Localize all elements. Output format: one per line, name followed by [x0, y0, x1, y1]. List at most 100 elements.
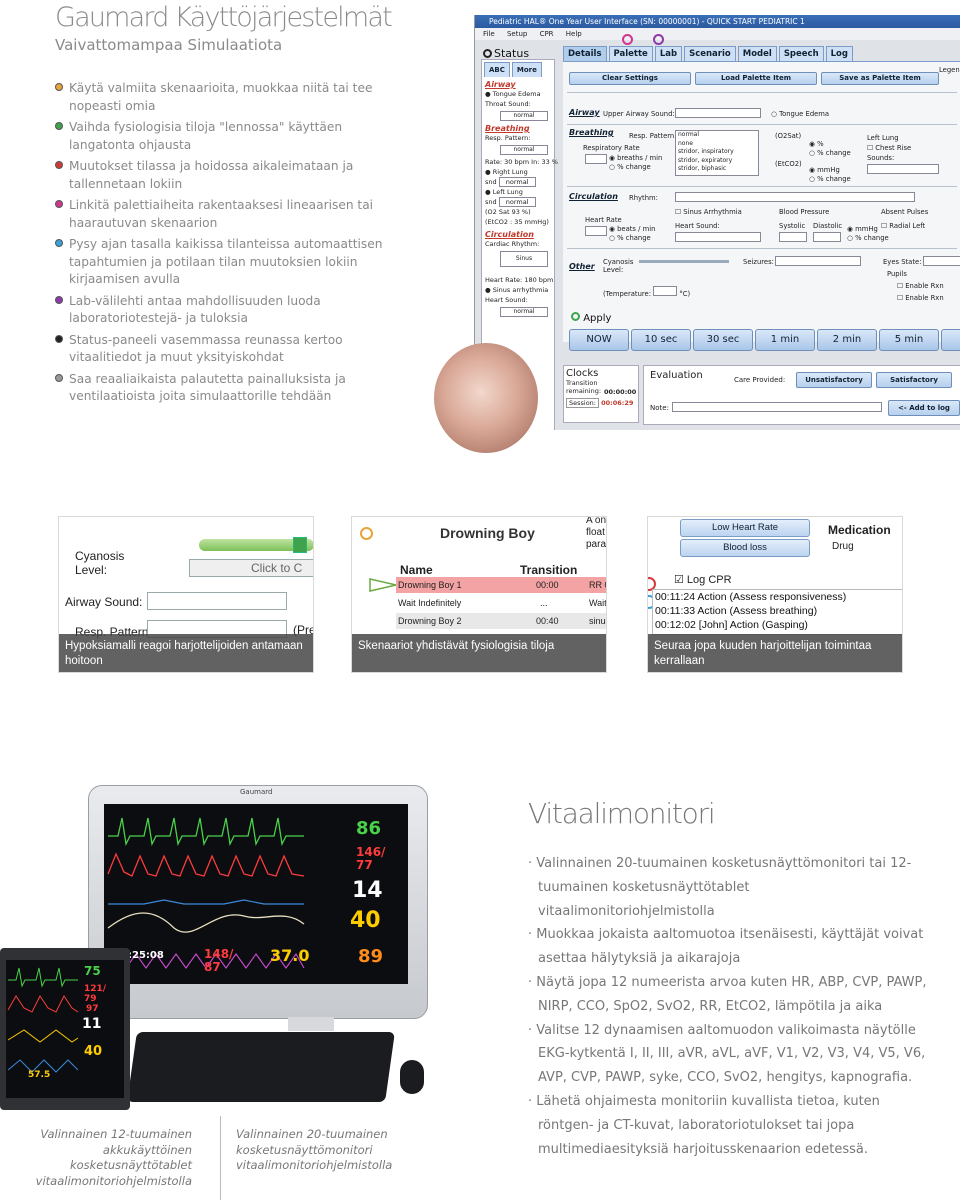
tab-details[interactable]: Details	[563, 46, 607, 61]
resp-pattern-dropdown[interactable]: normal none stridor, inspiratory stridor…	[675, 130, 759, 176]
enable-rxn-right[interactable]: ☐ Enable Rxn	[897, 294, 944, 302]
add-to-log-button[interactable]: <- Add to log	[888, 400, 960, 416]
seizures-label: Seizures:	[743, 258, 774, 266]
tab-speech[interactable]: Speech	[778, 46, 824, 61]
o2sat-label: (O2Sat)	[775, 132, 802, 140]
30-sec-button[interactable]: 30 sec	[693, 329, 753, 351]
rhythm-select[interactable]	[675, 192, 915, 202]
keyboard	[127, 1032, 395, 1102]
menu-help[interactable]: Help	[565, 30, 582, 38]
heart-rate-input[interactable]	[585, 226, 607, 236]
tablet-value: 75	[84, 964, 101, 978]
load-palette-button[interactable]: Load Palette Item	[695, 72, 817, 85]
col-name-header: Name	[400, 563, 433, 577]
page-title: Gaumard Käyttöjärjestelmät	[55, 2, 393, 33]
note-input[interactable]	[672, 402, 882, 412]
2-min-button[interactable]: 2 min	[817, 329, 877, 351]
table-row[interactable]: Drowning Boy 2 00:40 sinus	[396, 613, 606, 629]
etco2-pct-option[interactable]: ○ % change	[809, 175, 851, 183]
temperature-label: (Temperature: °C)	[603, 286, 690, 298]
satisfactory-button[interactable]: Satisfactory	[876, 372, 952, 388]
now-button[interactable]: NOW	[569, 329, 629, 351]
radial-left-checkbox[interactable]: ☐ Radial Left	[881, 222, 926, 230]
5-min-button[interactable]: 5 min	[879, 329, 939, 351]
mouse	[400, 1060, 424, 1094]
vitals-feature-item: · Lähetä ohjaimesta monitoriin kuvallist…	[528, 1093, 880, 1157]
eyes-state-select[interactable]	[923, 256, 960, 266]
clocks-title: Clocks	[566, 368, 599, 379]
caption-divider	[220, 1116, 221, 1200]
cyanosis-slider[interactable]	[639, 260, 729, 263]
unsatisfactory-button[interactable]: Unsatisfactory	[796, 372, 872, 388]
right-lung-sound: snd normal	[482, 177, 554, 187]
pct-option[interactable]: ○ % change	[609, 163, 651, 171]
divider	[567, 124, 957, 125]
tab-scenario[interactable]: Scenario	[684, 46, 736, 61]
tongue-edema-label: ● Tongue Edema	[485, 90, 541, 98]
enable-rxn-left[interactable]: ☐ Enable Rxn	[897, 282, 944, 290]
bpm-option[interactable]: ◉ breaths / min	[609, 154, 663, 162]
lung-sounds-select[interactable]	[867, 164, 939, 174]
log-entry: 00:11:24 Action (Assess responsiveness)	[655, 591, 847, 603]
menu-cpr[interactable]: CPR	[539, 30, 554, 38]
mmhg-option[interactable]: ◉ mmHg	[809, 166, 840, 174]
scenario-title: Drowning Boy	[440, 525, 535, 541]
cyanosis-slider-handle[interactable]	[293, 537, 307, 553]
table-row[interactable]: Wait Indefinitely ... Wait	[398, 598, 607, 608]
sinus-arrhythmia-checkbox[interactable]: ☐ Sinus Arrhythmia	[675, 208, 742, 216]
palette-marker-icon	[622, 34, 633, 45]
tongue-edema-option[interactable]: ○ Tongue Edema	[771, 110, 830, 118]
table-row[interactable]: Drowning Boy 1 00:00 RR 0	[396, 577, 606, 593]
window-titlebar: Pediatric HAL® One Year User Interface (…	[475, 15, 960, 28]
airway-heading: Airway	[485, 80, 516, 89]
airway-sound-label: Airway Sound:	[65, 595, 143, 609]
transition-label: Transition remaining:	[566, 379, 602, 395]
etco2-label: (EtCO2)	[775, 160, 802, 168]
o2sat-option[interactable]: ◉ %	[809, 140, 824, 148]
1-min-button[interactable]: 1 min	[755, 329, 815, 351]
resp-rate-input[interactable]	[585, 154, 607, 164]
log-cpr-checkbox[interactable]: ☑ Log CPR	[674, 574, 732, 586]
seizures-select[interactable]	[775, 256, 861, 266]
tab-log[interactable]: Log	[825, 46, 853, 61]
rate-readout: Rate: 30 bpm In: 33 %	[485, 158, 558, 166]
clear-settings-button[interactable]: Clear Settings	[569, 72, 691, 85]
upper-airway-select[interactable]	[675, 108, 761, 118]
beats-pct-option[interactable]: ○ % change	[609, 234, 651, 242]
bp-mmhg-option[interactable]: ◉ mmHg	[847, 225, 878, 233]
feature-text: Linkitä palettiaiheita rakentaaksesi lin…	[69, 198, 374, 230]
tab-lab[interactable]: Lab	[654, 46, 683, 61]
beats-option[interactable]: ◉ beats / min	[609, 225, 656, 233]
throat-sound-value: normal	[500, 111, 548, 121]
feature-text: Vaihda fysiologisia tiloja "lennossa" kä…	[69, 120, 343, 152]
divider	[567, 248, 957, 249]
diastolic-input[interactable]	[813, 232, 841, 242]
10-min-button[interactable]: 10	[941, 329, 960, 351]
log-entry: 00:11:33 Action (Assess breathing)	[655, 605, 818, 617]
sinus-arrhythmia-label: ● Sinus arrhythmia	[485, 286, 549, 294]
o2sat-pct-option[interactable]: ○ % change	[809, 149, 851, 157]
save-palette-button[interactable]: Save as Palette Item	[821, 72, 939, 85]
log-entry: 00:12:02 [John] Action (Gasping)	[655, 619, 808, 631]
10-sec-button[interactable]: 10 sec	[631, 329, 691, 351]
tab-more[interactable]: More	[511, 62, 542, 77]
tab-palette[interactable]: Palette	[608, 46, 653, 61]
chest-rise-checkbox[interactable]: ☐ Chest Rise	[867, 144, 912, 152]
systolic-input[interactable]	[779, 232, 807, 242]
right-lung-label: ● Right Lung	[485, 168, 528, 176]
bp-pct-option[interactable]: ○ % change	[847, 234, 889, 242]
waveforms	[107, 817, 305, 971]
menu-file[interactable]: File	[483, 30, 495, 38]
tab-abc[interactable]: ABC	[484, 62, 510, 77]
low-heart-rate-button[interactable]: Low Heart Rate	[680, 519, 810, 537]
menu-setup[interactable]: Setup	[506, 30, 528, 38]
heart-sound-label: Heart Sound:	[485, 296, 528, 304]
airway-sound-select[interactable]	[147, 592, 287, 610]
heart-sound-select[interactable]	[675, 232, 761, 242]
monitor-screen: 86 146/ 77 14 40 148/ 87 37.0 89 :25:08	[104, 804, 408, 984]
main-tabs: Details Palette Lab Scenario Model Speec…	[563, 46, 853, 61]
tab-model[interactable]: Model	[737, 46, 777, 61]
tablet-value: 97	[86, 1004, 99, 1014]
blood-loss-button[interactable]: Blood loss	[680, 539, 810, 557]
click-to-field[interactable]	[189, 559, 313, 577]
